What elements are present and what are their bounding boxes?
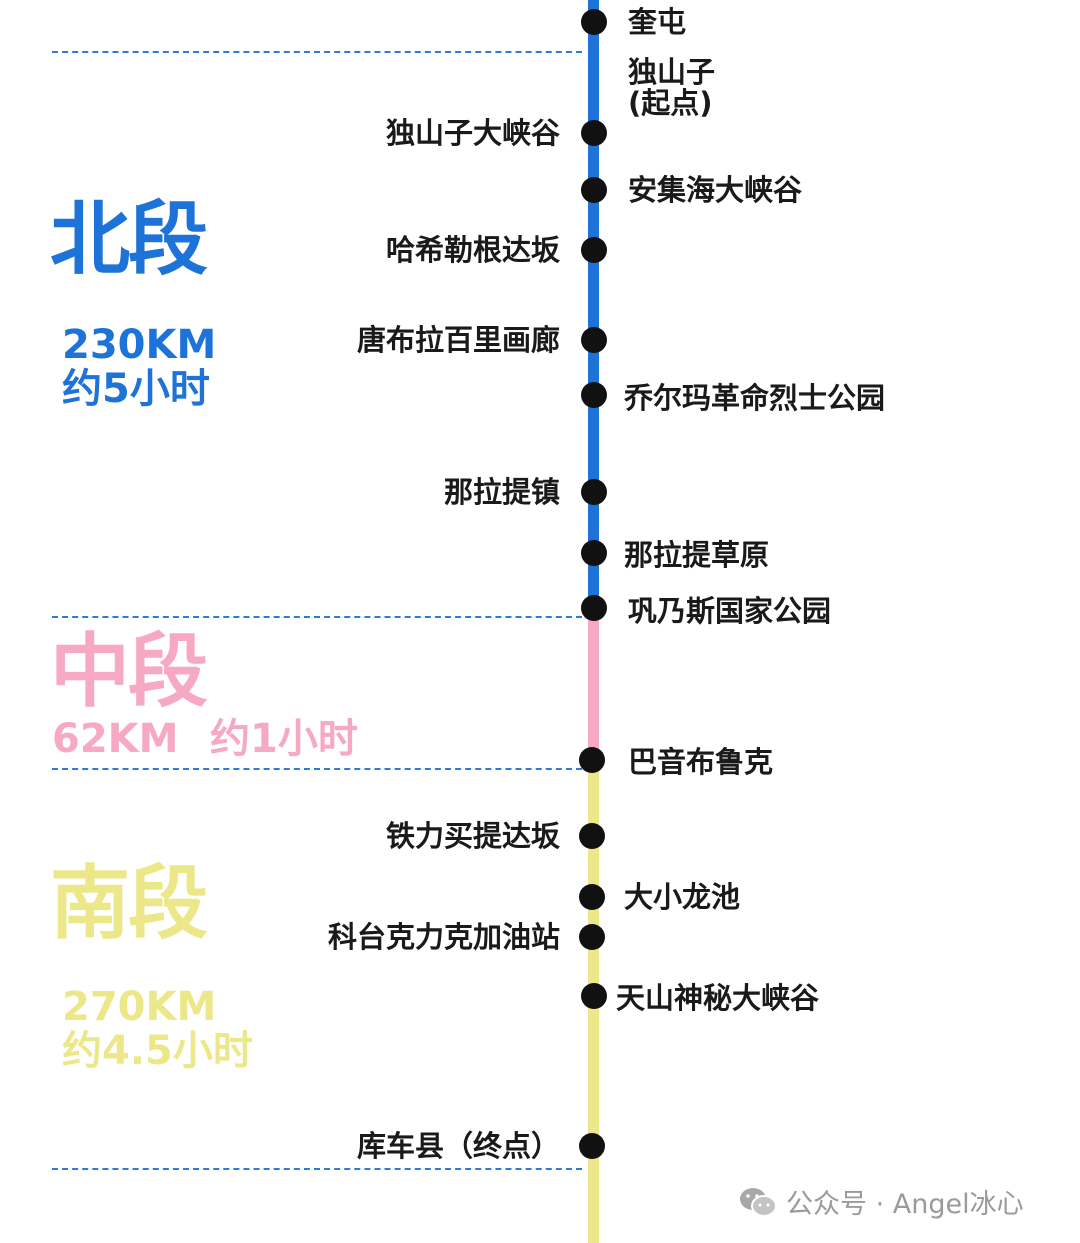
- stop-label-ketaikelike-station: 科台克力克加油站: [327, 920, 560, 954]
- stop-label-tangbula-gallery: 唐布拉百里画廊: [356, 323, 560, 357]
- segment-title-north: 北段: [50, 193, 208, 286]
- stop-dot: [579, 1133, 605, 1159]
- stop-label-dushanzi: 独山子: [628, 55, 716, 89]
- stop-dot: [581, 120, 607, 146]
- segment-distance-middle: 62KM: [52, 716, 179, 762]
- stop-dot: [581, 327, 607, 353]
- watermark-text: 公众号 · Angel冰心: [786, 1189, 1024, 1220]
- stop-label-start: (起点): [628, 86, 713, 120]
- stop-dot: [581, 983, 607, 1009]
- stop-label-daxiao-longchi: 大小龙池: [624, 880, 741, 914]
- wechat-icon: [740, 1187, 777, 1217]
- segment-time-north: 约5小时: [62, 366, 210, 412]
- stop-dot: [581, 382, 607, 408]
- stop-label-kuche-end: 库车县（终点）: [356, 1129, 560, 1163]
- segment-title-middle: 中段: [50, 625, 208, 718]
- stop-label-kuitun: 奎屯: [628, 5, 687, 39]
- stop-label-nalati-town: 那拉提镇: [443, 475, 560, 509]
- stop-dot: [581, 595, 607, 621]
- divider-middle-south: [52, 768, 582, 770]
- stop-label-tielimaiti-pass: 铁力买提达坂: [385, 819, 560, 853]
- stop-dot: [579, 823, 605, 849]
- stop-dot: [581, 479, 607, 505]
- divider-bottom: [52, 1168, 582, 1170]
- stop-label-bayinbuluke: 巴音布鲁克: [628, 745, 774, 779]
- stop-label-haxilegen-pass: 哈希勒根达坂: [385, 233, 560, 267]
- stop-dot: [579, 924, 605, 950]
- route-line-north: [588, 0, 599, 617]
- stop-label-dushanzi-canyon: 独山子大峡谷: [385, 116, 560, 150]
- stop-label-anjihai-canyon: 安集海大峡谷: [628, 173, 803, 207]
- route-line-middle: [588, 617, 599, 770]
- segment-time-middle: 约1小时: [210, 716, 358, 762]
- stop-label-tianshan-canyon: 天山神秘大峡谷: [616, 981, 820, 1015]
- stop-dot: [581, 237, 607, 263]
- stop-dot: [579, 747, 605, 773]
- stop-label-nalati-grassland: 那拉提草原: [624, 538, 770, 572]
- segment-distance-south: 270KM: [62, 984, 217, 1030]
- stop-dot: [581, 177, 607, 203]
- divider-north-middle: [52, 616, 582, 618]
- stop-dot: [579, 884, 605, 910]
- watermark: 公众号 · Angel冰心: [738, 1182, 1024, 1221]
- segment-time-south: 约4.5小时: [62, 1028, 253, 1074]
- stop-label-gongnaisi-park: 巩乃斯国家公园: [628, 594, 832, 628]
- stop-dot: [581, 540, 607, 566]
- stop-label-qiaoerma-park: 乔尔玛革命烈士公园: [624, 381, 886, 415]
- divider-top: [52, 51, 582, 53]
- segment-title-south: 南段: [50, 857, 208, 950]
- stop-dot: [581, 9, 607, 35]
- segment-distance-north: 230KM: [62, 322, 217, 368]
